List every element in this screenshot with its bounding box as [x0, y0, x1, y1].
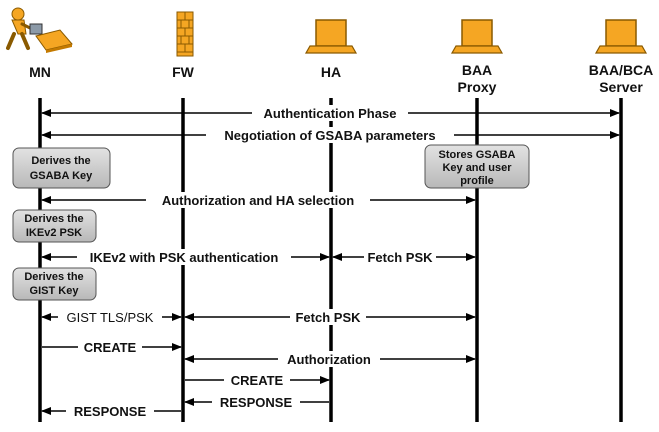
- message-authorization: Authorization: [184, 351, 476, 367]
- note-line: IKEv2 PSK: [26, 227, 82, 239]
- entity-label-ha: HA: [321, 64, 341, 80]
- note-line: Stores GSABA: [438, 149, 515, 161]
- message-label: Authorization: [287, 352, 371, 367]
- message-fetch-psk-2: Fetch PSK: [184, 309, 476, 325]
- message-create-1: CREATE: [42, 339, 182, 355]
- message-label: Authentication Phase: [264, 106, 397, 121]
- message-label: CREATE: [84, 340, 137, 355]
- message-response-1: RESPONSE: [184, 394, 329, 410]
- message-label: Negotiation of GSABA parameters: [224, 128, 435, 143]
- message-create-2: CREATE: [185, 372, 330, 388]
- message-negotiation: Negotiation of GSABA parameters: [41, 127, 620, 143]
- note-line: Derives the: [24, 213, 83, 225]
- note-line: Key and user: [442, 162, 512, 174]
- entity-label-mn: MN: [29, 64, 51, 80]
- note-derives-ikev2-psk: Derives the IKEv2 PSK: [12, 209, 97, 243]
- message-ikev2-psk-auth: IKEv2 with PSK authentication: [41, 249, 330, 265]
- message-label: GIST TLS/PSK: [67, 310, 154, 325]
- message-auth-phase: Authentication Phase: [41, 105, 620, 121]
- message-response-2: RESPONSE: [41, 403, 181, 419]
- note-derives-gsaba-key: Derives the GSABA Key: [12, 147, 111, 189]
- firewall-icon: [176, 11, 194, 57]
- entity-label-proxy-line1: BAA: [462, 62, 492, 78]
- note-line: GSABA Key: [30, 170, 93, 182]
- laptop-icon: [594, 19, 648, 54]
- message-label: RESPONSE: [74, 404, 147, 419]
- message-authorization-ha-selection: Authorization and HA selection: [41, 192, 476, 208]
- message-label: Fetch PSK: [295, 310, 361, 325]
- entity-label-proxy-line2: Proxy: [458, 79, 497, 95]
- laptop-icon: [304, 19, 358, 54]
- note-line: profile: [460, 175, 494, 187]
- note-stores-gsaba-key: Stores GSABA Key and user profile: [424, 144, 530, 189]
- message-gist-tls-psk: GIST TLS/PSK: [41, 309, 182, 325]
- entity-label-fw: FW: [172, 64, 195, 80]
- note-derives-gist-key: Derives the GIST Key: [12, 267, 97, 301]
- message-label: IKEv2 with PSK authentication: [90, 250, 279, 265]
- entity-label-server-line1: BAA/BCA: [589, 62, 654, 78]
- note-line: GIST Key: [30, 285, 80, 297]
- message-fetch-psk-1: Fetch PSK: [332, 249, 476, 265]
- note-line: Derives the: [31, 155, 90, 167]
- message-label: RESPONSE: [220, 395, 293, 410]
- laptop-icon: [450, 19, 504, 54]
- note-line: Derives the: [24, 271, 83, 283]
- message-label: Fetch PSK: [367, 250, 433, 265]
- person-with-laptop-icon: [6, 7, 73, 53]
- message-label: CREATE: [231, 373, 284, 388]
- message-label: Authorization and HA selection: [162, 193, 354, 208]
- entity-label-server-line2: Server: [599, 79, 643, 95]
